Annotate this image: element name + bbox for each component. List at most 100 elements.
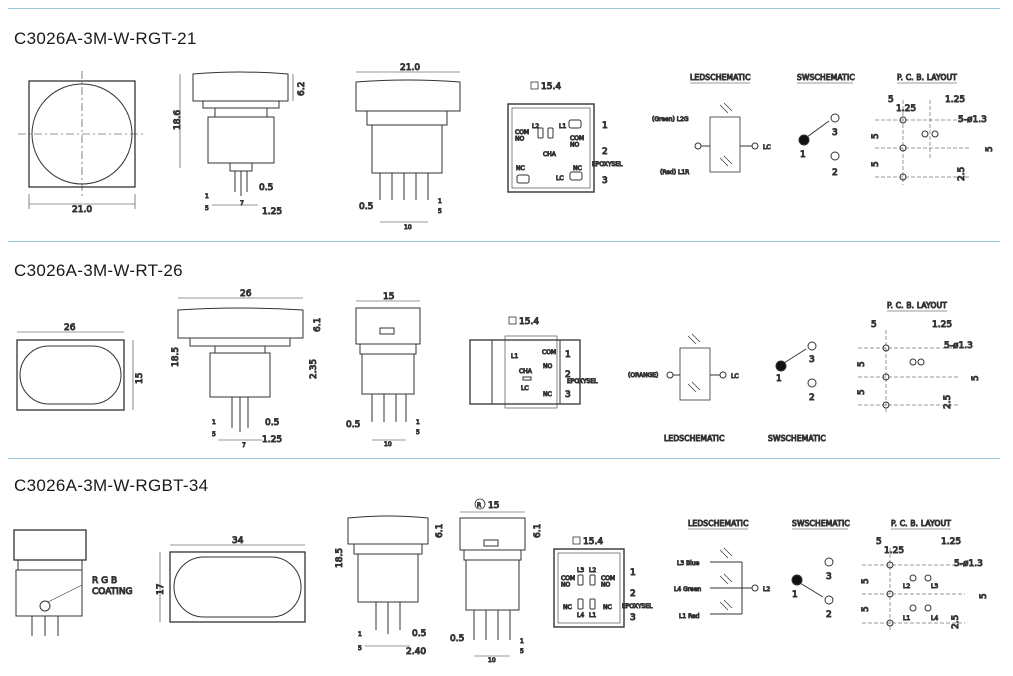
s3-rear-10: 10 [488, 657, 496, 664]
s3-bottom-nc-l: NC [563, 604, 572, 611]
s2-front-view: 26 15 [16, 323, 146, 411]
s3-led-l2: L2 [763, 586, 770, 593]
s2-pcb-5b: 5 [857, 361, 867, 367]
s1-sw-schematic: SWSCHEMATIC 1 3 2 [797, 73, 856, 179]
s1-bottom-n2: 2 [602, 147, 608, 157]
s2-pcb-5a: 5 [871, 320, 877, 330]
s1-side-pin-1: 1 [205, 193, 209, 200]
s3-sw-caption: SWSCHEMATIC [792, 519, 850, 528]
s2-bottom-l1: L1 [511, 353, 518, 360]
s3-pcb-caption: P. C. B. LAYOUT [891, 519, 951, 528]
s1-rear-1: 1 [438, 198, 442, 205]
s1-led-caption: LEDSCHEMATIC [690, 73, 751, 82]
s1-pcb-caption: P. C. B. LAYOUT [897, 73, 957, 82]
section-title-1: C3026A-3M-W-RGT-21 [14, 29, 197, 48]
section-title-2: C3026A-3M-W-RT-26 [14, 261, 183, 280]
s1-bottom-sq: 15.4 [541, 82, 561, 92]
s2-front-height: 15 [135, 373, 145, 384]
s2-led-schematic: (ORANGE) LC LEDSCHEMATIC [628, 333, 739, 444]
s3-pcb-125a: 1.25 [884, 546, 904, 556]
s1-side-pin-05: 0.5 [259, 183, 273, 193]
s3-sw-3: 3 [826, 572, 832, 582]
top-rule [8, 8, 1000, 9]
s1-bottom-nc-l: NC [516, 165, 525, 172]
s1-pcb-25: 2.5 [957, 167, 967, 181]
s2-bottom-nc: NC [543, 391, 552, 398]
s3-rear-mark: R [477, 502, 481, 509]
s3-led-red: L1 Red [679, 613, 700, 620]
s2-rear-5: 5 [416, 429, 420, 436]
s2-rear-width: 15 [383, 292, 394, 302]
s3-bottom-l3: L3 [577, 567, 584, 574]
s3-pcb-5c: 5 [861, 606, 871, 612]
s1-front-view: 21.0 [18, 71, 146, 216]
s2-pcb-5c: 5 [857, 389, 867, 395]
s2-rear-05: 0.5 [346, 420, 360, 430]
s3-bottom-nc-r: NC [603, 604, 612, 611]
s1-pcb-hole: 5-ø1.3 [958, 115, 987, 125]
s2-rear-1: 1 [416, 419, 420, 426]
s2-side-05: 0.5 [265, 418, 279, 428]
s2-rear-view: 15 0.5 1 5 10 [346, 292, 421, 449]
s1-side-height: 18.6 [173, 110, 183, 130]
s3-bottom-sq: 15.4 [583, 537, 603, 547]
s3-bottom-n2: 2 [630, 589, 636, 599]
s1-bottom-cha: CHA [543, 151, 557, 158]
s3-pcb-l3: L3 [931, 583, 938, 590]
s1-rear-05: 0.5 [359, 202, 373, 212]
s3-bottom-l1: L1 [589, 612, 596, 619]
s3-side-cap: 6.1 [435, 524, 445, 538]
s3-rear-05: 0.5 [450, 634, 464, 644]
s1-side-pin-5: 5 [205, 205, 209, 212]
s3-bottom-n1: 1 [630, 568, 636, 578]
s3-pcb-5b: 5 [861, 578, 871, 584]
s3-pcb-5d: 5 [979, 593, 989, 599]
divider-2 [8, 458, 1000, 459]
s2-sw-3: 3 [809, 355, 815, 365]
s3-pcb-hole: 5-ø1.3 [954, 559, 983, 569]
s1-pcb-125a: 1.25 [896, 104, 916, 114]
s3-top-width: 34 [232, 536, 244, 546]
s2-led-lc: LC [731, 373, 739, 380]
s2-side-7: 7 [242, 442, 246, 449]
s2-front-width: 26 [64, 323, 76, 333]
s1-side-view: 18.6 6.2 1 5 0.5 7 1.25 [173, 71, 308, 218]
s3-pcb-l4: L4 [931, 615, 938, 622]
s2-bottom-view: 15.4 L1 CHA COM NO LC NC 1 2 3 EPOXYSEL [469, 317, 599, 409]
s1-epoxysel: EPOXYSEL [592, 161, 623, 168]
s2-led-orange: (ORANGE) [628, 372, 658, 379]
s2-pcb-hole: 5-ø1.3 [944, 341, 973, 351]
s3-top-view: 34 17 [156, 536, 306, 623]
s2-side-height: 18.5 [171, 347, 181, 367]
s2-sw-1: 1 [776, 374, 782, 384]
s2-bottom-com: COM [542, 349, 556, 356]
s2-sw-2: 2 [809, 393, 815, 403]
s1-side-cap: 6.2 [297, 82, 307, 96]
s3-side-5: 5 [358, 645, 362, 652]
s2-rear-10: 10 [384, 441, 392, 448]
s2-bottom-no: NO [543, 363, 552, 370]
s3-pcb-25: 2.5 [951, 615, 961, 629]
s3-rear-cap: 6.1 [533, 524, 543, 538]
s2-sw-caption: SWSCHEMATIC [768, 434, 826, 443]
s3-side-240: 2.40 [406, 647, 426, 657]
s3-rear-5: 5 [520, 648, 524, 655]
s2-side-125: 1.25 [262, 435, 282, 445]
s1-sw-2: 2 [832, 168, 838, 178]
s2-sw-schematic: 1 3 2 SWSCHEMATIC [768, 341, 826, 444]
s3-pcb-l2: L2 [903, 583, 910, 590]
s2-pcb-layout: P. C. B. LAYOUT 5 1.25 5-ø1.3 5 5 5 2.5 [857, 301, 982, 412]
s2-side-view: 26 18.5 6.1 2.35 1 5 0.5 7 1.25 [171, 289, 324, 450]
s1-pcb-5a: 5 [888, 95, 894, 105]
s1-bottom-n1: 1 [602, 121, 608, 131]
s1-rear-10: 10 [404, 224, 412, 231]
s1-bottom-l1: L1 [559, 123, 566, 130]
s1-led-red: (Red) L1R [660, 169, 689, 176]
s3-bottom-n3: 3 [630, 613, 636, 623]
s3-rear-width: 15 [488, 501, 499, 511]
s1-side-pin-7: 7 [240, 200, 244, 207]
s3-sw-2: 2 [826, 610, 832, 620]
